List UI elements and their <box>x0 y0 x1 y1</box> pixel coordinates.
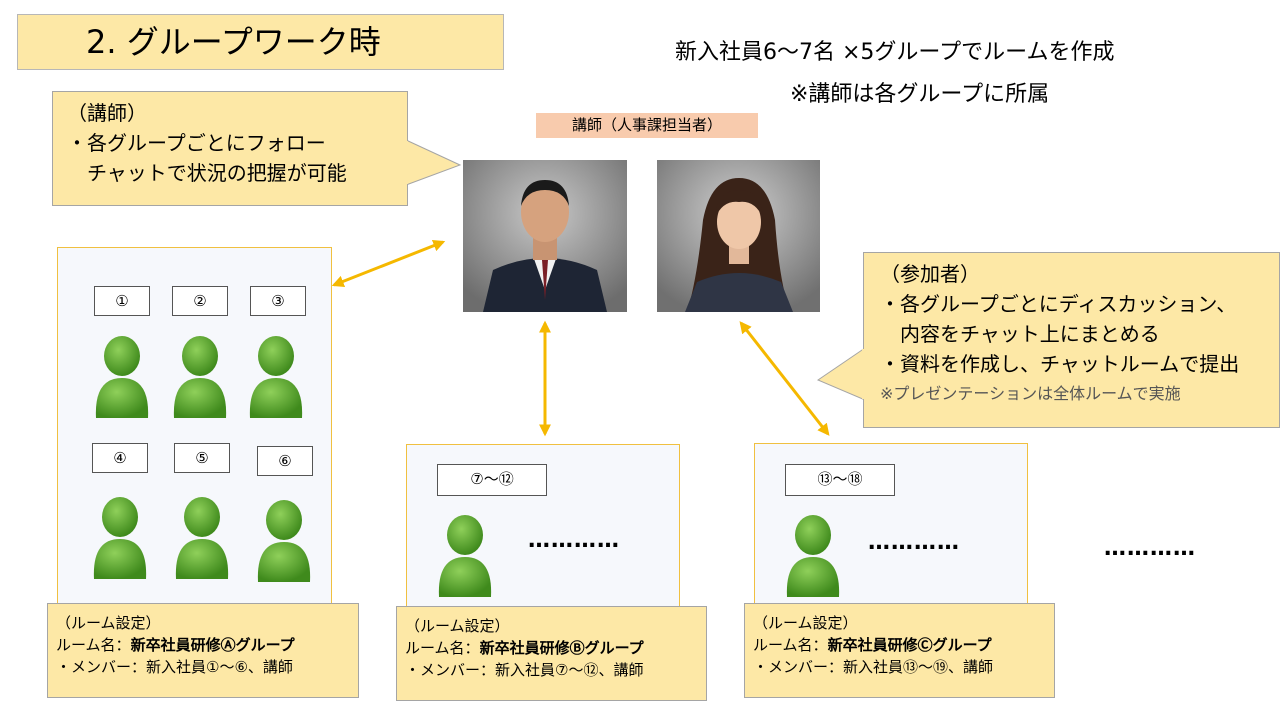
participant-callout-note: ※プレゼンテーションは全体ルームで実施 <box>880 384 1181 403</box>
participant-callout: （参加者） ・各グループごとにディスカッション、 内容をチャット上にまとめる ・… <box>863 252 1280 428</box>
room-a-setting: （ルーム設定） ルーム名：新卒社員研修Ⓐグループ ・メンバー：新入社員①〜⑥、講… <box>47 603 359 698</box>
instructor-callout-line-1: ・各グループごとにフォロー <box>67 131 326 155</box>
person-icon <box>173 336 227 418</box>
room-c-setting: （ルーム設定） ルーム名：新卒社員研修Ⓒグループ ・メンバー：新入社員⑬〜⑲、講… <box>744 603 1055 698</box>
person-icon <box>438 515 492 597</box>
room-b-name-value: 新卒社員研修Ⓑグループ <box>479 639 644 657</box>
room-c-ellipsis: ………… <box>868 530 960 555</box>
person-icon <box>93 497 147 579</box>
headline-line-1: 新入社員6〜7名 ×5グループでルームを作成 <box>675 40 1115 65</box>
page-title: 2. グループワーク時 <box>17 14 504 70</box>
room-b-name-label: ルーム名： <box>405 639 480 657</box>
arrow-room-a-to-instructor <box>331 239 446 288</box>
room-a-members-line: ・メンバー：新入社員①〜⑥、講師 <box>56 658 293 676</box>
person-icon <box>249 336 303 418</box>
instructor-photo-male <box>463 160 627 312</box>
room-b-setting: （ルーム設定） ルーム名：新卒社員研修Ⓑグループ ・メンバー：新入社員⑦〜⑫、講… <box>396 606 707 701</box>
arrows-layer <box>331 239 830 437</box>
instructor-callout-line-2: チャットで状況の把握が可能 <box>67 161 347 185</box>
instructor-badge: 講師（人事課担当者） <box>536 113 758 138</box>
participant-callout-heading: （参加者） <box>880 262 980 286</box>
room-b-range-label: ⑦〜⑫ <box>437 464 547 496</box>
instructor-callout-tail-cover <box>404 141 408 184</box>
member-label-4: ④ <box>92 443 148 473</box>
room-c-members-line: ・メンバー：新入社員⑬〜⑲、講師 <box>753 658 994 676</box>
room-c-name-label: ルーム名： <box>753 636 828 654</box>
member-label-3: ③ <box>250 286 306 316</box>
participant-callout-tail-cover <box>862 349 866 399</box>
person-icon <box>786 515 840 597</box>
person-icon <box>257 500 311 582</box>
instructor-callout-heading: （講師） <box>67 101 147 125</box>
participant-callout-line-2: 内容をチャット上にまとめる <box>880 322 1160 346</box>
room-a-setting-heading: （ルーム設定） <box>56 614 161 632</box>
room-a-name-value: 新卒社員研修Ⓐグループ <box>130 636 295 654</box>
participant-callout-line-1: ・各グループごとにディスカッション、 <box>880 292 1237 316</box>
member-label-5: ⑤ <box>174 443 230 473</box>
room-c-name-value: 新卒社員研修Ⓒグループ <box>827 636 992 654</box>
room-c-range-label: ⑬〜⑱ <box>785 464 895 496</box>
room-c-setting-heading: （ルーム設定） <box>753 614 858 632</box>
member-label-6: ⑥ <box>257 446 313 476</box>
member-label-2: ② <box>172 286 228 316</box>
room-b-setting-heading: （ルーム設定） <box>405 617 510 635</box>
member-label-1: ① <box>94 286 150 316</box>
participant-callout-line-3: ・資料を作成し、チャットルームで提出 <box>880 352 1240 376</box>
room-a-name-label: ルーム名： <box>56 636 131 654</box>
arrow-room-c-to-instructor <box>739 321 830 436</box>
room-b-ellipsis: ………… <box>528 528 620 553</box>
headline-line-2: ※講師は各グループに所属 <box>790 82 1050 107</box>
instructor-callout: （講師） ・各グループごとにフォロー チャットで状況の把握が可能 <box>52 91 408 206</box>
more-groups-ellipsis: ………… <box>1104 536 1196 561</box>
room-b-members-line: ・メンバー：新入社員⑦〜⑫、講師 <box>405 661 644 679</box>
person-icon <box>95 336 149 418</box>
person-icon <box>175 497 229 579</box>
instructor-photo-female <box>657 160 820 312</box>
